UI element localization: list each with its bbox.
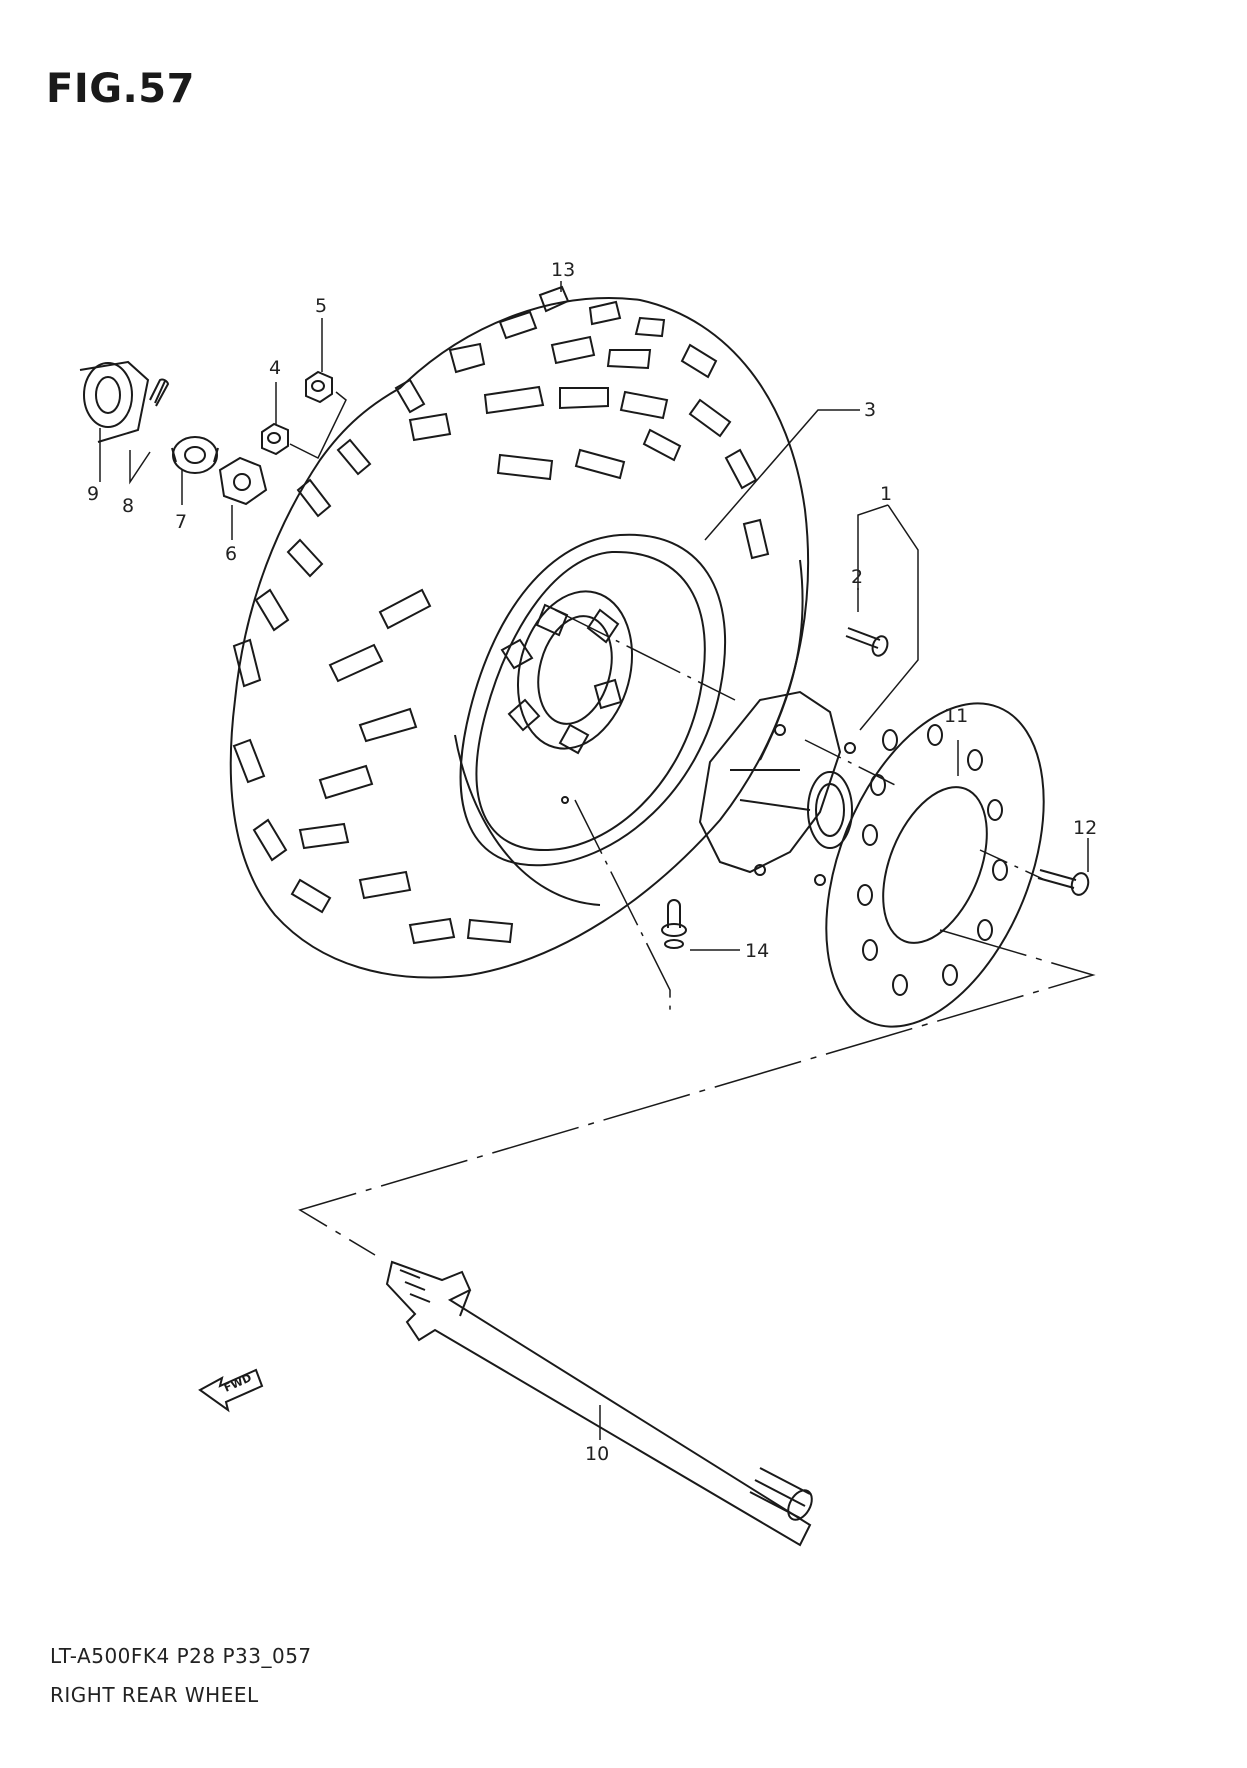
figure-title: FIG.57 xyxy=(46,66,195,112)
part-4-nut xyxy=(261,422,289,456)
callout-2: 2 xyxy=(851,566,863,588)
axle-10 xyxy=(385,1260,813,1547)
part-8-cotter-pin xyxy=(149,378,170,407)
wheel-hub-3 xyxy=(500,590,634,804)
callout-8: 8 xyxy=(122,495,134,517)
callout-7: 7 xyxy=(175,511,187,533)
valve-14 xyxy=(661,899,687,949)
callouts: 1 2 3 4 5 6 7 8 9 10 11 12 13 14 xyxy=(87,259,1097,1465)
brake-disc-11 xyxy=(825,702,1045,1028)
hub-carrier-1 xyxy=(698,690,856,886)
callout-5: 5 xyxy=(315,295,327,317)
tire-13 xyxy=(229,285,810,979)
fwd-arrow-icon: FWD xyxy=(198,1368,264,1413)
callout-13: 13 xyxy=(551,259,575,281)
disc-bolt-12 xyxy=(1037,869,1090,896)
footer-diagram-code: LT-A500FK4 P28 P33_057 xyxy=(50,1644,312,1668)
footer-diagram-name: RIGHT REAR WHEEL xyxy=(50,1683,259,1707)
callout-3: 3 xyxy=(864,399,876,421)
callout-9: 9 xyxy=(87,483,99,505)
callout-1: 1 xyxy=(880,483,892,505)
callout-12: 12 xyxy=(1073,817,1097,839)
leader-lines xyxy=(99,281,1096,1440)
part-5-nut xyxy=(305,370,333,404)
hub-bolt-2 xyxy=(845,627,889,657)
part-7-castle-nut xyxy=(171,436,219,474)
callout-6: 6 xyxy=(225,543,237,565)
callout-4: 4 xyxy=(269,357,281,379)
callout-10: 10 xyxy=(585,1443,609,1465)
part-6-washer xyxy=(218,456,268,506)
callout-11: 11 xyxy=(944,705,968,727)
part-9-cap xyxy=(79,360,150,443)
callout-14: 14 xyxy=(745,940,769,962)
